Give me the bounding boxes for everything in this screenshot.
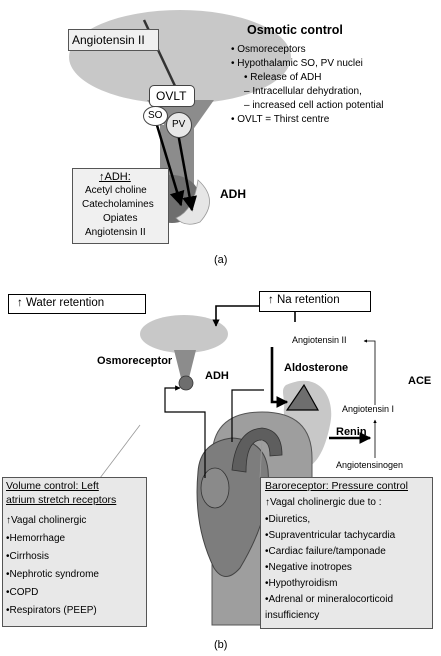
volume-control-item: •COPD [6, 587, 39, 598]
angiotensin-box-a: Angiotensin II [68, 29, 159, 51]
angiotensin-label-a: Angiotensin II [72, 33, 145, 47]
osmotic-line: • OVLT = Thirst centre [231, 114, 330, 125]
pv-label: PV [172, 119, 186, 130]
pv-nucleus: PV [166, 112, 192, 138]
volume-control-box: Volume control: Left atrium stretch rece… [2, 477, 147, 627]
angiotensinogen-label: Angiotensinogen [336, 460, 404, 470]
adh-stimuli-title: ↑ADH: [99, 171, 131, 183]
adh-label-b: ADH [205, 370, 229, 382]
heart-to-kidney-arrow [231, 389, 264, 442]
angiotensin-to-aldosterone-arrow [270, 347, 289, 408]
hypothalamus-b [140, 315, 228, 353]
volume-control-title: atrium stretch receptors [6, 494, 117, 506]
baroreceptor-item: •Cardiac failure/tamponade [265, 546, 386, 557]
baroreceptor-item: •Supraventricular tachycardia [265, 530, 396, 541]
angiotensin-ii-label: Angiotensin II [292, 335, 347, 345]
na-retention-label: ↑ Na retention [268, 294, 340, 306]
osmotic-line: – Intracellular dehydration, [244, 86, 362, 97]
adh-stimuli-item: Acetyl choline [85, 185, 147, 196]
water-retention-label: ↑ Water retention [17, 297, 105, 309]
adrenal-gland-b [285, 383, 320, 411]
adh-stimuli-box: ↑ADH: Acetyl choline Catecholamines Opia… [72, 168, 169, 244]
so-axon-arrow [154, 121, 185, 207]
osmotic-control-block: Osmotic control • Osmoreceptors • Hypoth… [231, 23, 436, 153]
na-retention-box: ↑ Na retention [259, 291, 371, 312]
aortic-arch [231, 427, 283, 473]
osmotic-line: • Release of ADH [244, 72, 322, 83]
baroreceptor-item: •Negative inotropes [265, 562, 352, 573]
baroreceptor-item: •Diuretics, [265, 514, 311, 525]
volume-connector-line [99, 424, 141, 479]
volume-control-title: Volume control: Left [6, 480, 99, 492]
volume-control-item: •Nephrotic syndrome [6, 569, 99, 580]
caption-b: (b) [214, 639, 228, 651]
adh-stimuli-item: Angiotensin II [85, 227, 146, 238]
left-atrium [200, 467, 230, 509]
volume-control-item: ↑Vagal cholinergic [6, 515, 87, 526]
pituitary-stalk-b [174, 350, 196, 378]
osmoreceptor-label: Osmoreceptor [97, 355, 173, 367]
osmotic-line: • Osmoreceptors [231, 44, 306, 55]
volume-control-item: •Cirrhosis [6, 551, 49, 562]
adh-stimuli-item: Opiates [103, 213, 138, 224]
pv-axon-arrow [176, 132, 197, 212]
ovlt-label: OVLT [156, 89, 187, 103]
ace-label: ACE [408, 375, 432, 387]
baroreceptor-item: insufficiency [265, 610, 320, 621]
water-retention-box: ↑ Water retention [8, 294, 146, 314]
na-to-hypothalamus-arrow [212, 305, 296, 327]
baroreceptor-box: Baroreceptor: Pressure control ↑Vagal ch… [260, 477, 433, 629]
caption-a: (a) [214, 254, 228, 266]
volume-control-item: •Hemorrhage [6, 533, 66, 544]
baro-connector-line [259, 439, 263, 479]
pituitary-b [178, 375, 194, 391]
baroreceptor-item: •Hypothyroidism [265, 578, 338, 589]
ovlt-box: OVLT [149, 85, 195, 107]
volume-control-item: •Respirators (PEEP) [6, 605, 97, 616]
heart-to-adh-arrow [164, 385, 206, 478]
angiotensin-i-label: Angiotensin I [342, 404, 395, 414]
renin-label: Renin [336, 426, 367, 438]
so-label: SO [148, 110, 163, 121]
adh-stimuli-item: Catecholamines [82, 199, 154, 210]
baroreceptor-item: ↑Vagal cholinergic due to : [265, 497, 382, 508]
adh-label-a: ADH [220, 187, 246, 201]
ace-conversion-arrow [363, 339, 376, 405]
aldosterone-label: Aldosterone [284, 362, 349, 374]
so-nucleus: SO [143, 106, 168, 126]
baroreceptor-item: •Adrenal or mineralocorticoid [265, 594, 394, 605]
osmotic-line: – increased cell action potential [244, 100, 384, 111]
osmotic-line: • Hypothalamic SO, PV nuclei [231, 58, 363, 69]
osmotic-title: Osmotic control [247, 23, 343, 37]
baroreceptor-title: Baroreceptor: Pressure control [265, 480, 408, 492]
